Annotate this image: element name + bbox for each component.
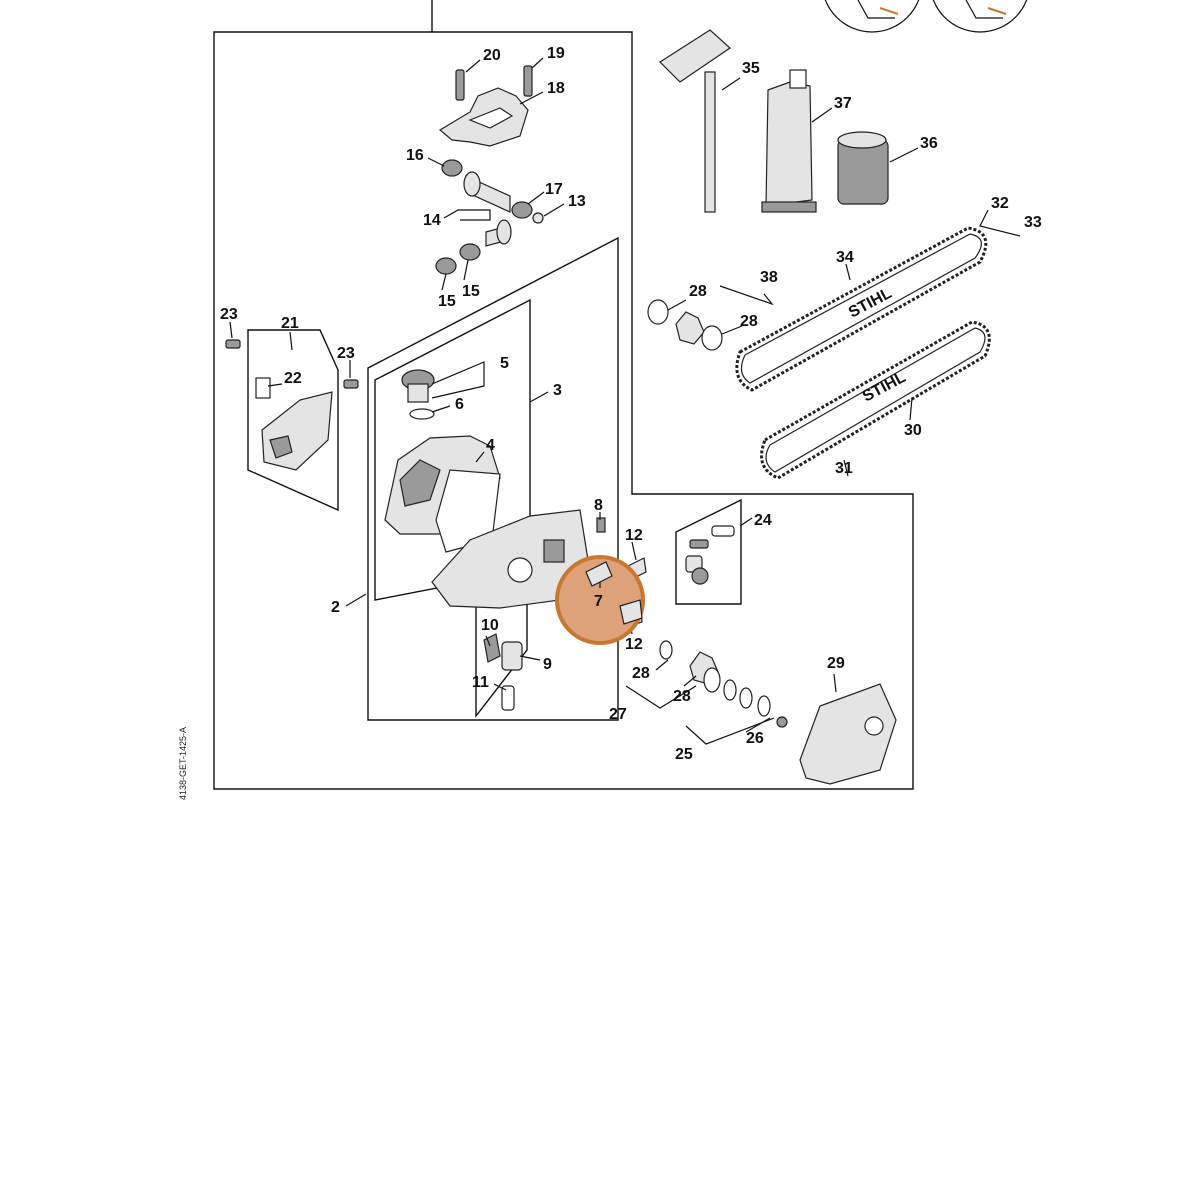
label-15b: 15 bbox=[462, 283, 480, 300]
highlight-part-7[interactable] bbox=[555, 555, 645, 645]
label-24: 24 bbox=[754, 512, 772, 529]
label-7: 7 bbox=[594, 593, 603, 610]
gear-housing bbox=[431, 509, 606, 609]
label-29: 29 bbox=[827, 655, 845, 672]
label-8: 8 bbox=[594, 497, 603, 514]
corner-detail-circles bbox=[824, 0, 1028, 33]
guide-bar-upper: STIHL bbox=[735, 226, 988, 392]
label-12b: 12 bbox=[625, 636, 643, 653]
label-18: 18 bbox=[547, 80, 565, 97]
label-17: 17 bbox=[545, 181, 563, 198]
label-6: 6 bbox=[455, 396, 464, 413]
label-2: 2 bbox=[331, 599, 340, 616]
label-30: 30 bbox=[904, 422, 922, 439]
label-9: 9 bbox=[543, 656, 552, 673]
cover-plate-assembly bbox=[225, 339, 359, 471]
sprocket-cover bbox=[799, 683, 897, 785]
drawing-code: 4138-GET-1425-A bbox=[178, 727, 188, 800]
label-32: 32 bbox=[991, 195, 1009, 212]
label-27: 27 bbox=[609, 706, 627, 723]
label-36: 36 bbox=[920, 135, 938, 152]
label-10: 10 bbox=[481, 617, 499, 634]
label-23a: 23 bbox=[220, 306, 238, 323]
label-15a: 15 bbox=[438, 293, 456, 310]
label-20: 20 bbox=[483, 47, 501, 64]
label-14: 14 bbox=[423, 212, 441, 229]
part-labels: 20 19 18 16 17 13 14 15 15 23 21 22 23 5… bbox=[220, 45, 1042, 763]
label-35: 35 bbox=[742, 60, 760, 77]
label-22: 22 bbox=[284, 370, 302, 387]
label-19: 19 bbox=[547, 45, 565, 62]
label-11: 11 bbox=[472, 674, 489, 691]
label-25: 25 bbox=[675, 746, 693, 763]
label-31: 31 bbox=[835, 460, 853, 477]
gear-head-assembly bbox=[435, 65, 544, 275]
sprocket-set bbox=[659, 640, 788, 728]
tools bbox=[659, 29, 889, 213]
label-13: 13 bbox=[568, 193, 586, 210]
label-21: 21 bbox=[281, 315, 299, 332]
housing-assembly bbox=[384, 369, 501, 553]
label-5: 5 bbox=[500, 355, 509, 372]
label-3: 3 bbox=[553, 382, 562, 399]
label-28c: 28 bbox=[632, 665, 650, 682]
label-28a: 28 bbox=[689, 283, 707, 300]
label-4: 4 bbox=[486, 437, 495, 454]
label-33: 33 bbox=[1024, 214, 1042, 231]
label-34: 34 bbox=[836, 249, 854, 266]
screw-set-24 bbox=[685, 525, 735, 585]
label-26: 26 bbox=[746, 730, 764, 747]
label-23b: 23 bbox=[337, 345, 355, 362]
label-37: 37 bbox=[834, 95, 852, 112]
label-28d: 28 bbox=[673, 688, 691, 705]
washer-set-38 bbox=[647, 299, 723, 351]
label-16: 16 bbox=[406, 147, 424, 164]
label-12a: 12 bbox=[625, 527, 643, 544]
label-38: 38 bbox=[760, 269, 778, 286]
label-28b: 28 bbox=[740, 313, 758, 330]
